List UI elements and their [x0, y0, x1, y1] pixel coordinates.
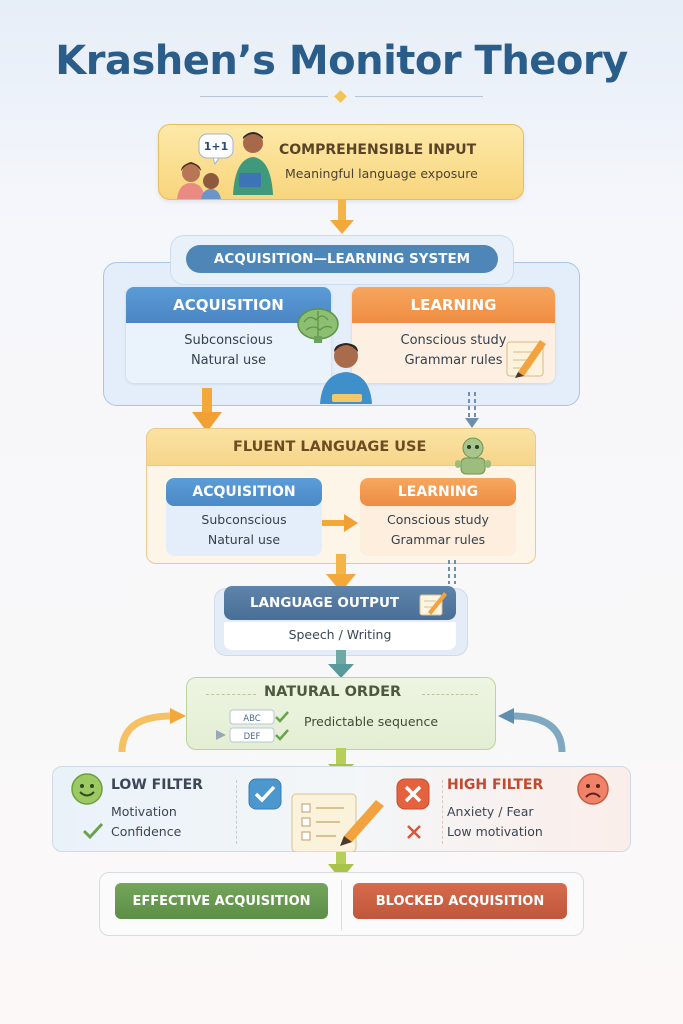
fluent-acquisition-line-1: Subconscious [201, 512, 287, 527]
learning-line-2: Grammar rules [404, 353, 503, 368]
comprehensible-input-box: COMPREHENSIBLE INPUT Meaningful language… [158, 124, 524, 200]
fluent-acquisition-panel: ACQUISITION Subconscious Natural use [166, 478, 322, 556]
low-filter-item-1: Motivation [111, 804, 177, 819]
fluent-acquisition-title: ACQUISITION [166, 478, 322, 506]
fluent-learning-line-1: Conscious study [387, 512, 489, 527]
loop-arrow-icon [118, 708, 186, 753]
fluent-learning-line-2: Grammar rules [390, 532, 486, 547]
brain-icon [297, 308, 339, 343]
list-label-2: DEF [244, 732, 261, 742]
blocked-acquisition-label: BLOCKED ACQUISITION [353, 883, 567, 919]
fluent-learning-panel: LEARNING Conscious study Grammar rules [360, 478, 516, 556]
smiley-icon [71, 773, 103, 805]
sad-face-icon [577, 773, 609, 805]
dashed-divider [206, 694, 256, 695]
high-filter-item-2: Low motivation [447, 824, 543, 839]
check-icon [82, 822, 104, 840]
dashed-arrow-down-icon [448, 560, 456, 584]
loop-arrow-icon [498, 708, 566, 753]
low-filter-title: LOW FILTER [111, 777, 203, 793]
dashed-divider [422, 694, 478, 695]
acquisition-title: ACQUISITION [126, 287, 331, 323]
input-subtitle: Meaningful language exposure [285, 166, 478, 181]
title-divider [200, 90, 483, 103]
arrow-right-icon [322, 514, 358, 532]
divider [341, 880, 342, 930]
dashed-divider [442, 780, 443, 844]
speech-bubble-text: 1+1 [204, 140, 229, 153]
notepad-pencil-icon [506, 340, 546, 378]
effective-acquisition-label: EFFECTIVE ACQUISITION [115, 883, 328, 919]
natural-order-title: NATURAL ORDER [264, 684, 402, 700]
output-subtitle: Speech / Writing [224, 622, 456, 650]
arrow-down-icon [192, 388, 222, 432]
acquisition-line-1: Subconscious [184, 333, 273, 348]
low-filter-item-2: Confidence [111, 824, 182, 839]
high-filter-title: HIGH FILTER [447, 777, 544, 793]
dashed-divider [236, 780, 237, 844]
fluent-acquisition-line-2: Natural use [207, 532, 281, 547]
page-title: Krashen’s Monitor Theory [55, 38, 628, 84]
acquisition-line-2: Natural use [190, 353, 267, 368]
dashed-arrow-down-icon [465, 392, 479, 428]
output-title: LANGUAGE OUTPUT [224, 586, 456, 620]
natural-order-subtitle: Predictable sequence [304, 714, 439, 729]
learning-title: LEARNING [352, 287, 555, 323]
cross-icon [396, 778, 430, 810]
robot-icon [455, 437, 491, 475]
clipboard-pencil-icon [291, 793, 384, 852]
teacher-students-icon: 1+1 [177, 132, 273, 199]
high-filter-item-1: Anxiety / Fear [447, 804, 534, 819]
checklist-icon: ABC DEF [216, 709, 289, 743]
arrow-down-icon [326, 554, 356, 592]
student-icon [320, 343, 372, 404]
learning-line-1: Conscious study [400, 333, 507, 348]
check-icon [248, 778, 282, 810]
input-title: COMPREHENSIBLE INPUT [279, 142, 477, 158]
acquisition-panel: ACQUISITION Subconscious Natural use [126, 287, 331, 383]
cross-icon [407, 825, 421, 839]
arrow-down-icon [330, 200, 354, 234]
fluent-learning-title: LEARNING [360, 478, 516, 506]
notepad-pencil-icon [419, 592, 447, 616]
arrow-down-icon [328, 650, 354, 678]
list-label-1: ABC [243, 714, 260, 724]
system-title: ACQUISITION—LEARNING SYSTEM [186, 245, 498, 273]
